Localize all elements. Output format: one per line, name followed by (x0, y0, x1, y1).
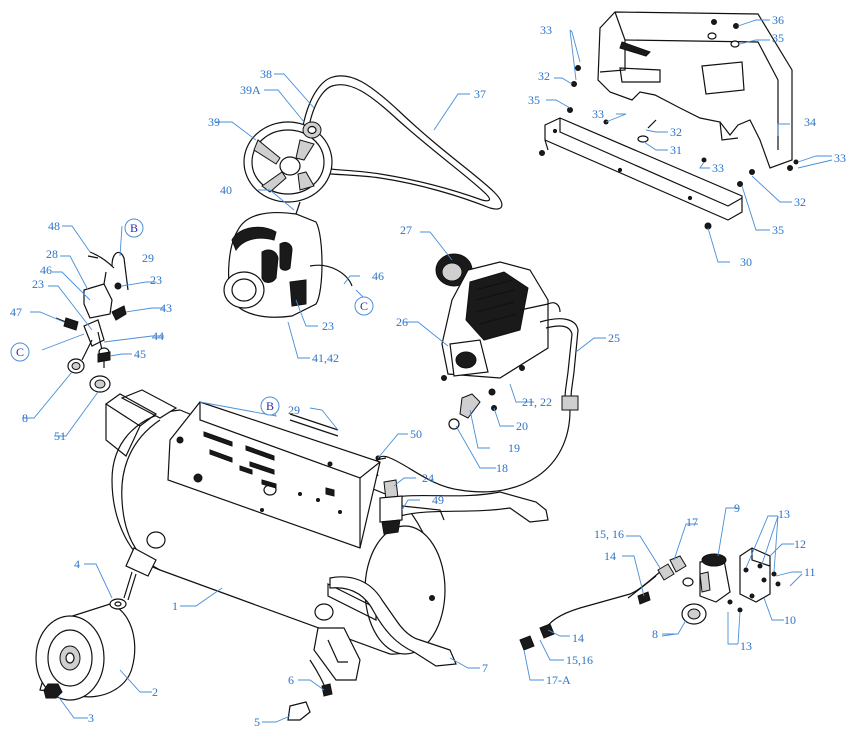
callout-14: 14 (572, 631, 584, 645)
rubber-foot-bracket (313, 627, 361, 681)
callout-15-16: 15,16 (566, 653, 593, 667)
wheel-axle (123, 547, 157, 601)
drive-belt (299, 75, 503, 210)
callout-40: 40 (220, 183, 232, 197)
wheel (35, 603, 136, 701)
callout-33: 33 (712, 161, 724, 175)
callout-19: 19 (508, 441, 520, 455)
callout-24: 24 (422, 471, 434, 485)
outlet-tube (539, 318, 579, 411)
regulator-assembly (519, 547, 781, 651)
connector-c-label: C (16, 345, 24, 359)
callout-1: 1 (172, 599, 178, 613)
callout-51: 51 (54, 429, 66, 443)
tank-handle (104, 389, 178, 457)
callout-35: 35 (772, 223, 784, 237)
callout-39: 39 (208, 115, 220, 129)
callout-41-42: 41,42 (312, 351, 339, 365)
callout-46: 46 (40, 263, 52, 277)
callout-47: 47 (10, 305, 22, 319)
callout-14: 14 (604, 549, 616, 563)
connector-c-circle (10, 342, 30, 362)
callout-2: 2 (152, 685, 158, 699)
callout-25: 25 (608, 331, 620, 345)
connector-c-circle (354, 296, 374, 316)
callout-37: 37 (474, 87, 486, 101)
callout-34: 34 (804, 115, 816, 129)
callout-33: 33 (540, 23, 552, 37)
motor-platform (167, 401, 381, 549)
callout-50: 50 (410, 427, 422, 441)
callout-35: 35 (772, 31, 784, 45)
tank-frame-bar (329, 491, 549, 667)
callout-26: 26 (396, 315, 408, 329)
belt-guard-bracket (544, 117, 743, 221)
callout-46: 46 (372, 269, 384, 283)
connector-b-label: B (266, 399, 274, 413)
check-valve (375, 455, 445, 535)
wheel-washer (109, 598, 127, 610)
callout-7: 7 (482, 661, 488, 675)
callout-23: 23 (150, 273, 162, 287)
callout-12: 12 (794, 537, 806, 551)
callout-29: 29 (142, 251, 154, 265)
callout-13: 13 (740, 639, 752, 653)
belt-guard (597, 11, 793, 169)
wheel-nut (43, 683, 63, 699)
callout-13: 13 (778, 507, 790, 521)
callout-9: 9 (734, 501, 740, 515)
callout-27: 27 (400, 223, 412, 237)
callout-33: 33 (834, 151, 846, 165)
drain-valve (287, 659, 333, 721)
callout-36: 36 (772, 13, 784, 27)
callout-18: 18 (496, 461, 508, 475)
callout-4: 4 (74, 557, 80, 571)
callout-28: 28 (46, 247, 58, 261)
callout-23: 23 (322, 319, 334, 333)
callout-45: 45 (134, 347, 146, 361)
callout-20: 20 (516, 419, 528, 433)
callout-38: 38 (260, 67, 272, 81)
callout-48: 48 (48, 219, 60, 233)
connector-b-circle (124, 218, 144, 238)
callout-10: 10 (784, 613, 796, 627)
callout-43: 43 (160, 301, 172, 315)
callout-31: 31 (670, 143, 682, 157)
callout-23: 23 (32, 277, 44, 291)
motor-pulley (243, 121, 333, 203)
callout-32: 32 (794, 195, 806, 209)
pump-breather (448, 393, 481, 430)
callout-21-22: 21, 22 (522, 395, 552, 409)
connector-b-label: B (130, 221, 138, 235)
callout-8: 8 (652, 627, 658, 641)
air-pump (435, 253, 561, 411)
connector-c-label: C (360, 299, 368, 313)
callout-49: 49 (432, 493, 444, 507)
callout-15-16: 15, 16 (594, 527, 624, 541)
callout-5: 5 (254, 715, 260, 729)
callout-17: 17 (686, 515, 698, 529)
pulley-bushing (302, 121, 322, 139)
callout-35: 35 (528, 93, 540, 107)
callout-3: 3 (88, 711, 94, 725)
guard-fasteners (539, 19, 799, 230)
callout-32: 32 (538, 69, 550, 83)
callout-labels: 1 2 3 4 5 6 7 8 8 9 10 11 12 13 13 14 14… (10, 13, 846, 729)
callout-8: 8 (22, 411, 28, 425)
callout-17-a: 17-A (546, 673, 571, 687)
callout-32: 32 (670, 125, 682, 139)
callout-6: 6 (288, 673, 294, 687)
callout-11: 11 (804, 565, 816, 579)
connector-b-circle (260, 396, 280, 416)
callout-30: 30 (740, 255, 752, 269)
pressure-switch-assembly (55, 251, 129, 393)
callout-39a: 39A (240, 83, 261, 97)
connector-markers: B B C C (10, 218, 374, 416)
callout-44: 44 (152, 329, 164, 343)
callout-29: 29 (288, 403, 300, 417)
electric-motor (223, 201, 353, 318)
callout-33: 33 (592, 107, 604, 121)
